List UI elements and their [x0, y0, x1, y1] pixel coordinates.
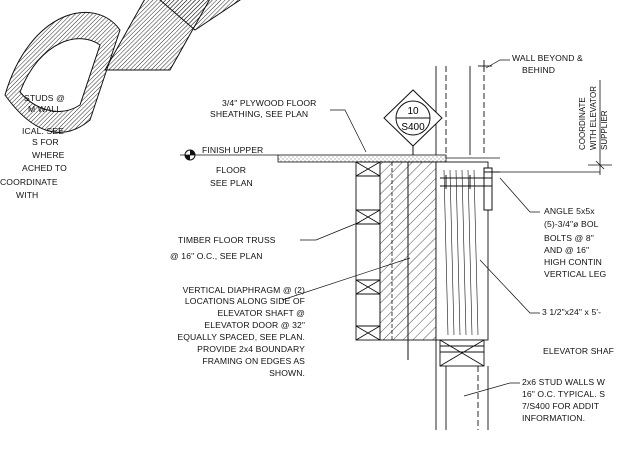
angle-note-line-6: VERTICAL LEG — [544, 269, 607, 279]
diaphragm-note-line-1: VERTICAL DIAPHRAGM @ (2) — [182, 285, 305, 295]
level-marker — [180, 149, 202, 161]
plywood-note-line-1: 3/4" PLYWOOD FLOOR — [222, 98, 317, 108]
stud-note-line-3: 7/S400 FOR ADDIT — [522, 401, 600, 411]
stud-note-line-4: INFORMATION. — [522, 413, 586, 423]
diaphragm-note-line-4: ELEVATOR DOOR @ 32" — [204, 320, 305, 330]
leader-lines — [281, 59, 540, 397]
left-note-line-1: STUDS @ — [24, 93, 65, 103]
diaphragm-note-line-3: ELEVATOR SHAFT @ — [217, 308, 305, 318]
diaphragm-note-line-7: FRAMING ON EDGES AS — [202, 356, 305, 366]
left-note-line-4: S FOR — [32, 137, 59, 147]
diaphragm-note-line-6: PROVIDE 2x4 BOUNDARY — [197, 344, 305, 354]
left-note-line-2: M WALL — [28, 104, 62, 114]
left-note-line-5: WHERE — [32, 150, 65, 160]
left-note-line-3: ICAL. SEE — [22, 126, 64, 136]
angle-note-line-1: ANGLE 5x5x — [544, 206, 595, 216]
angle-note-line-5: HIGH CONTIN — [544, 257, 602, 267]
coordinate-note-line-1: COORDINATE — [578, 97, 587, 150]
left-note-line-8: WITH — [16, 190, 39, 200]
section-number: 10 — [407, 106, 419, 117]
diaphragm-note-line-5: EQUALLY SPACED, SEE PLAN. — [177, 332, 305, 342]
steel-angle — [440, 167, 500, 211]
vertical-diaphragm — [379, 161, 437, 360]
floor-sheathing — [202, 154, 500, 163]
watermark — [4, 0, 241, 133]
finish-floor-line-1: FINISH UPPER — [202, 145, 264, 155]
coordinate-note-line-3: SUPPLIER — [600, 110, 609, 150]
coordinate-note-line-2: WITH ELEVATOR — [589, 85, 598, 150]
shaft-note: ELEVATOR SHAF — [543, 346, 615, 356]
angle-note-line-2: (5)-3/4"ø BOL — [544, 219, 599, 229]
beam-note: 3 1/2"x24" x 5'- — [542, 307, 602, 317]
wall-beyond-line-2: BEHIND — [522, 65, 556, 75]
left-note-line-7: COORDINATE — [0, 177, 58, 187]
finish-floor-line-2: FLOOR — [216, 165, 247, 175]
plywood-note-line-2: SHEATHING, SEE PLAN — [210, 109, 309, 119]
angle-note-line-3: BOLTS @ 8" — [544, 233, 594, 243]
bottom-stud-wall — [435, 339, 489, 430]
glulam-beam — [435, 161, 489, 341]
section-marker: 10 S400 — [383, 89, 443, 155]
diaphragm-note-line-8: SHOWN. — [269, 368, 305, 378]
angle-note-line-4: AND @ 16" — [544, 245, 590, 255]
truss-note-line-2: @ 16" O.C., SEE PLAN — [170, 251, 263, 261]
floor-truss — [355, 161, 381, 341]
coordinate-dimension — [500, 80, 612, 175]
left-note-line-6: ACHED TO — [22, 163, 67, 173]
stud-note-line-1: 2x6 STUD WALLS W — [522, 377, 605, 387]
section-sheet: S400 — [401, 122, 425, 133]
diaphragm-note-line-2: LOCATIONS ALONG SIDE OF — [184, 296, 305, 306]
finish-floor-line-3: SEE PLAN — [210, 178, 253, 188]
truss-note-line-1: TIMBER FLOOR TRUSS — [178, 235, 276, 245]
wall-beyond-lines — [435, 60, 492, 155]
wall-beyond-line-1: WALL BEYOND & — [512, 53, 583, 63]
stud-note-line-2: 16" O.C. TYPICAL. S — [522, 389, 606, 399]
